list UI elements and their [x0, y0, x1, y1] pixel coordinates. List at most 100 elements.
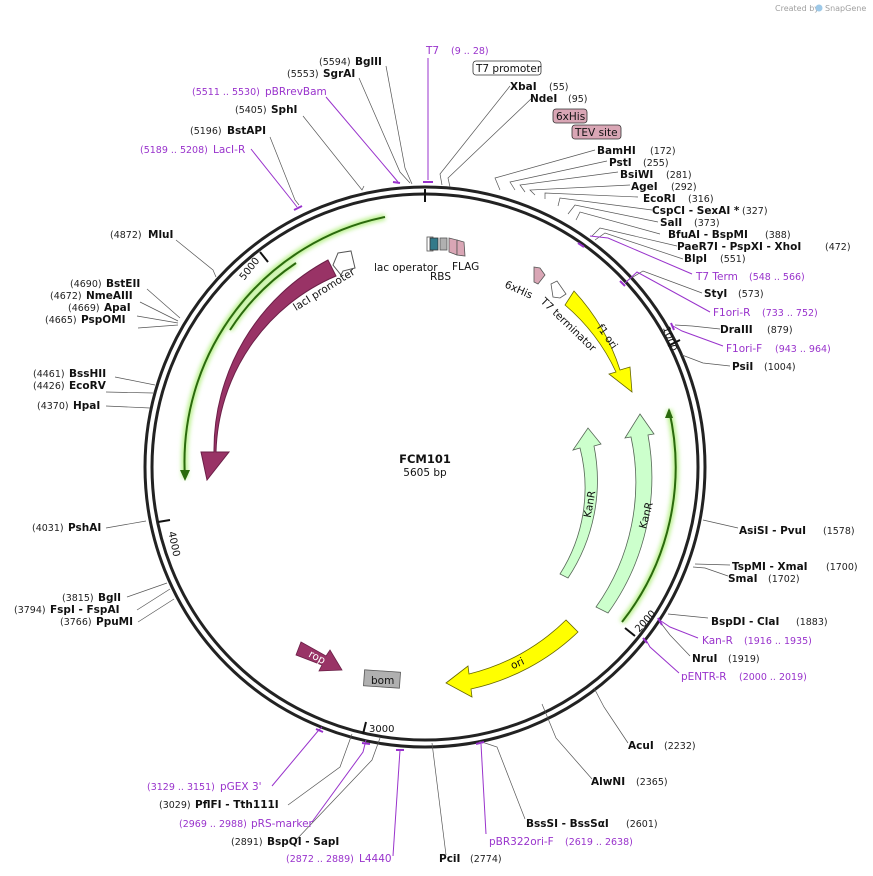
- backbone-outer: [143, 185, 707, 749]
- site-name-34: CspCI - SexAI *: [652, 205, 740, 217]
- site-pos-30: (551): [720, 254, 746, 265]
- site-pos-21: (2232): [664, 741, 696, 752]
- site-name-41: XbaI: [510, 81, 537, 93]
- site-name-7: ApaI: [104, 302, 131, 314]
- rop-feature: [295, 641, 343, 672]
- site-pos-32: (388): [765, 230, 791, 241]
- site-pos-4: (4872): [110, 230, 142, 241]
- site-pos-24: (1702): [768, 574, 800, 585]
- primer-pos-6: (1916 .. 1935): [744, 636, 812, 647]
- site-name-25: TspMI - XmaI: [732, 561, 808, 573]
- bom-label: bom: [371, 675, 394, 687]
- site-name-3: BstAPI: [227, 125, 266, 137]
- site-name-13: BglI: [98, 592, 121, 604]
- tick-label-4000: 4000: [165, 531, 181, 558]
- t7-promoter-label: T7 promoter: [475, 63, 542, 75]
- site-pos-34: (327): [742, 206, 768, 217]
- site-pos-22: (1919): [728, 654, 760, 665]
- site-name-16: PflFI - Tth111I: [195, 799, 279, 811]
- site-name-20: AlwNI: [591, 776, 625, 788]
- site-name-35: EcoRI: [643, 193, 676, 205]
- kanr-feature-outer: [595, 413, 655, 614]
- site-pos-6: (4672): [50, 291, 82, 302]
- site-pos-25: (1700): [826, 562, 858, 573]
- site-name-11: HpaI: [73, 400, 100, 412]
- site-pos-31: (472): [825, 242, 851, 253]
- site-pos-35: (316): [688, 194, 714, 205]
- his-tag-box-label: 6xHis: [556, 111, 585, 123]
- kanr-feature-inner: [559, 427, 602, 579]
- site-name-9: BssHII: [69, 368, 106, 380]
- f1-ori-feature: [564, 290, 633, 393]
- site-name-27: PsiI: [732, 361, 753, 373]
- site-name-18: PciI: [439, 853, 460, 865]
- site-name-30: BlpI: [684, 253, 707, 265]
- site-pos-38: (255): [643, 158, 669, 169]
- primer-name-5: F1ori-F: [726, 343, 762, 355]
- site-name-14: FspI - FspAI: [50, 604, 120, 616]
- site-name-1: SgrAI: [323, 68, 355, 80]
- primer-name-3: T7 Term: [695, 271, 738, 283]
- site-pos-23: (1883): [796, 617, 828, 628]
- site-pos-3: (5196): [190, 126, 222, 137]
- tick-mark-2000: [624, 627, 636, 637]
- site-name-40: NdeI: [530, 93, 557, 105]
- site-pos-26: (1578): [823, 526, 855, 537]
- site-pos-33: (373): [694, 218, 720, 229]
- primer-name-8: pBR322ori-F: [489, 836, 554, 848]
- site-pos-1: (5553): [287, 69, 319, 80]
- primer-pos-11: (3129 .. 3151): [147, 782, 215, 793]
- leader-lines: [105, 65, 739, 856]
- primer-name-0: T7: [425, 45, 439, 57]
- t7-promoter-box: [472, 60, 542, 76]
- laci-label: lacI: [226, 332, 244, 353]
- site-name-24: SmaI: [728, 573, 758, 585]
- tick-mark-3000: [362, 721, 367, 735]
- site-name-36: AgeI: [631, 181, 658, 193]
- primer-pos-3: (548 .. 566): [749, 272, 805, 283]
- site-name-39: BamHI: [597, 145, 636, 157]
- site-pos-20: (2365): [636, 777, 668, 788]
- site-name-2: SphI: [271, 104, 297, 116]
- site-pos-39: (172): [650, 146, 676, 157]
- primer-name-7: pENTR-R: [681, 671, 727, 683]
- site-name-6: NmeAIII: [86, 290, 133, 302]
- tick-label-1000: 1000: [660, 325, 678, 353]
- site-pos-14: (3794): [14, 605, 46, 616]
- site-name-0: BglII: [355, 56, 382, 68]
- site-pos-0: (5594): [319, 57, 351, 68]
- primer-name-2: LacI-R: [213, 144, 245, 156]
- site-pos-36: (292): [671, 182, 697, 193]
- site-pos-28: (879): [767, 325, 793, 336]
- site-pos-15: (3766): [60, 617, 92, 628]
- primer-pos-2: (5189 .. 5208): [140, 145, 208, 156]
- site-pos-5: (4690): [70, 279, 102, 290]
- site-pos-37: (281): [666, 170, 692, 181]
- site-pos-40: (95): [568, 94, 588, 105]
- site-pos-11: (4370): [37, 401, 69, 412]
- site-pos-17: (2891): [231, 837, 263, 848]
- top-feature-cluster: [426, 236, 466, 257]
- rbs-label: RBS: [430, 271, 451, 283]
- plasmid-size: 5605 bp: [403, 467, 447, 479]
- site-name-22: NruI: [692, 653, 717, 665]
- site-pos-7: (4669): [68, 303, 100, 314]
- t7-terminator-arrow: [550, 280, 567, 299]
- tick-mark-5000: [259, 251, 269, 263]
- tick-mark-4000: [157, 519, 171, 523]
- his-tag-arrow: [533, 266, 546, 285]
- created-by-text: Created by: [775, 4, 819, 13]
- restriction-site-labels: (5594) BglII (5553) SgrAI (5405) SphI (5…: [14, 56, 858, 865]
- primer-name-4: F1ori-R: [713, 307, 750, 319]
- site-pos-27: (1004): [764, 362, 796, 373]
- tick-mark-1000: [667, 339, 681, 347]
- primer-pos-4: (733 .. 752): [762, 308, 818, 319]
- snapgene-logo-icon: [815, 4, 823, 12]
- his-tag-label: 6xHis: [503, 279, 535, 302]
- site-name-5: BstEII: [106, 278, 140, 290]
- primer-pos-5: (943 .. 964): [775, 344, 831, 355]
- site-name-21: AcuI: [628, 740, 654, 752]
- bom-feature: [363, 669, 401, 689]
- site-name-33: SalI: [660, 217, 682, 229]
